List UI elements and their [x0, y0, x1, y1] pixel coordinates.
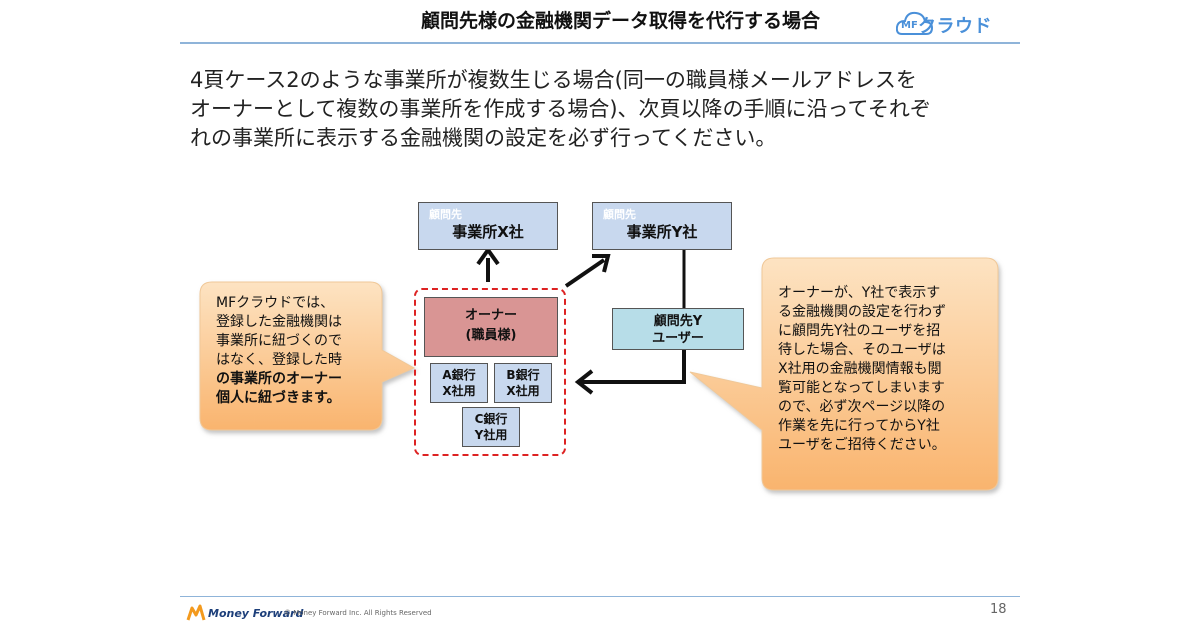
bank-a-line2: X社用	[442, 384, 476, 398]
right-note-line: 覧可能となってしまいます	[778, 380, 945, 396]
left-note-bubble	[199, 281, 416, 431]
bank-c-box: C銀行 Y社用	[462, 407, 520, 447]
owner-box: オーナー (職員様)	[424, 297, 558, 357]
arrow-user-to-banks	[574, 350, 686, 395]
cloud-icon	[896, 11, 934, 35]
company-x-small-label: 顧問先	[429, 208, 462, 221]
left-note-line: 登録した金融機関は	[216, 314, 342, 330]
bank-c-line2: Y社用	[474, 428, 508, 442]
right-note-bubble	[689, 257, 999, 491]
logo-mf-text: MF	[901, 20, 918, 31]
arrow-to-company-x	[476, 246, 500, 282]
owner-line2: (職員様)	[465, 328, 517, 343]
copyright-text: © Money Forward Inc. All Rights Reserved	[284, 609, 432, 617]
bank-c-line1: C銀行	[474, 412, 508, 426]
bank-a-line1: A銀行	[442, 368, 476, 382]
bank-b-line2: X社用	[506, 384, 540, 398]
right-note-line: X社用の金融機関情報も閲	[778, 361, 942, 377]
footer-divider	[180, 596, 1020, 597]
logo-text: クラウド	[918, 16, 992, 37]
right-note-line: 待した場合、そのユーザは	[778, 342, 946, 358]
header-divider	[180, 42, 1020, 44]
bank-b-line1: B銀行	[506, 368, 540, 382]
footer-brand-text: Money Forward	[208, 607, 304, 620]
intro-text: 4頁ケース2のような事業所が複数生じる場合(同一の職員様メールアドレスを オーナ…	[190, 66, 1020, 153]
owner-line1: オーナー	[464, 308, 517, 323]
owner-group-dashed	[414, 288, 566, 456]
right-note-line: 作業を先に行ってからY社	[778, 418, 940, 434]
right-note-line: ユーザをご招待ください。	[778, 437, 946, 453]
arrow-to-company-y	[564, 254, 611, 288]
right-note-text: オーナーが、Y社で表示す る金融機関の設定を行わず に顧問先Y社のユーザを招 待…	[778, 284, 990, 455]
left-note-line: はなく、登録した時	[216, 352, 342, 368]
right-note-line: オーナーが、Y社で表示す	[778, 285, 941, 301]
page-title: 顧問先様の金融機関データ取得を代行する場合	[420, 10, 820, 32]
right-note-line: ので、必ず次ページ以降の	[778, 399, 946, 415]
intro-line: れの事業所に表示する金融機関の設定を必ず行ってください。	[190, 126, 777, 150]
right-note-line: る金融機関の設定を行わず	[778, 304, 946, 320]
left-note-bold-line: の事業所のオーナー	[216, 371, 342, 387]
bank-a-box: A銀行 X社用	[430, 363, 488, 403]
money-forward-logo: Money Forward	[186, 604, 303, 622]
intro-line: オーナーとして複数の事業所を作成する場合)、次頁以降の手順に沿ってそれぞ	[190, 97, 931, 121]
left-note-bold-line: 個人に紐づきます。	[216, 390, 341, 406]
user-y-line2: ユーザー	[652, 331, 704, 346]
bank-b-box: B銀行 X社用	[494, 363, 552, 403]
right-note-line: に顧問先Y社のユーザを招	[778, 323, 941, 339]
page-number: 18	[990, 602, 1007, 617]
left-note-line: 事業所に紐づくので	[216, 333, 342, 349]
company-x-box: 顧問先 事業所X社	[418, 202, 558, 250]
company-y-box: 顧問先 事業所Y社	[592, 202, 732, 250]
company-y-label: 事業所Y社	[626, 223, 698, 241]
company-x-label: 事業所X社	[452, 223, 524, 241]
intro-line: 4頁ケース2のような事業所が複数生じる場合(同一の職員様メールアドレスを	[190, 68, 917, 92]
left-note-text: MFクラウドでは、 登録した金融機関は 事業所に紐づくので はなく、登録した時 …	[216, 294, 376, 408]
mf-cloud-logo: MF クラウド	[896, 6, 1016, 40]
money-forward-mark-icon	[186, 604, 206, 621]
left-note-line: MFクラウドでは、	[216, 295, 335, 311]
user-y-box: 顧問先Y ユーザー	[612, 308, 744, 350]
user-y-line1: 顧問先Y	[653, 314, 703, 329]
company-y-small-label: 顧問先	[603, 208, 636, 221]
